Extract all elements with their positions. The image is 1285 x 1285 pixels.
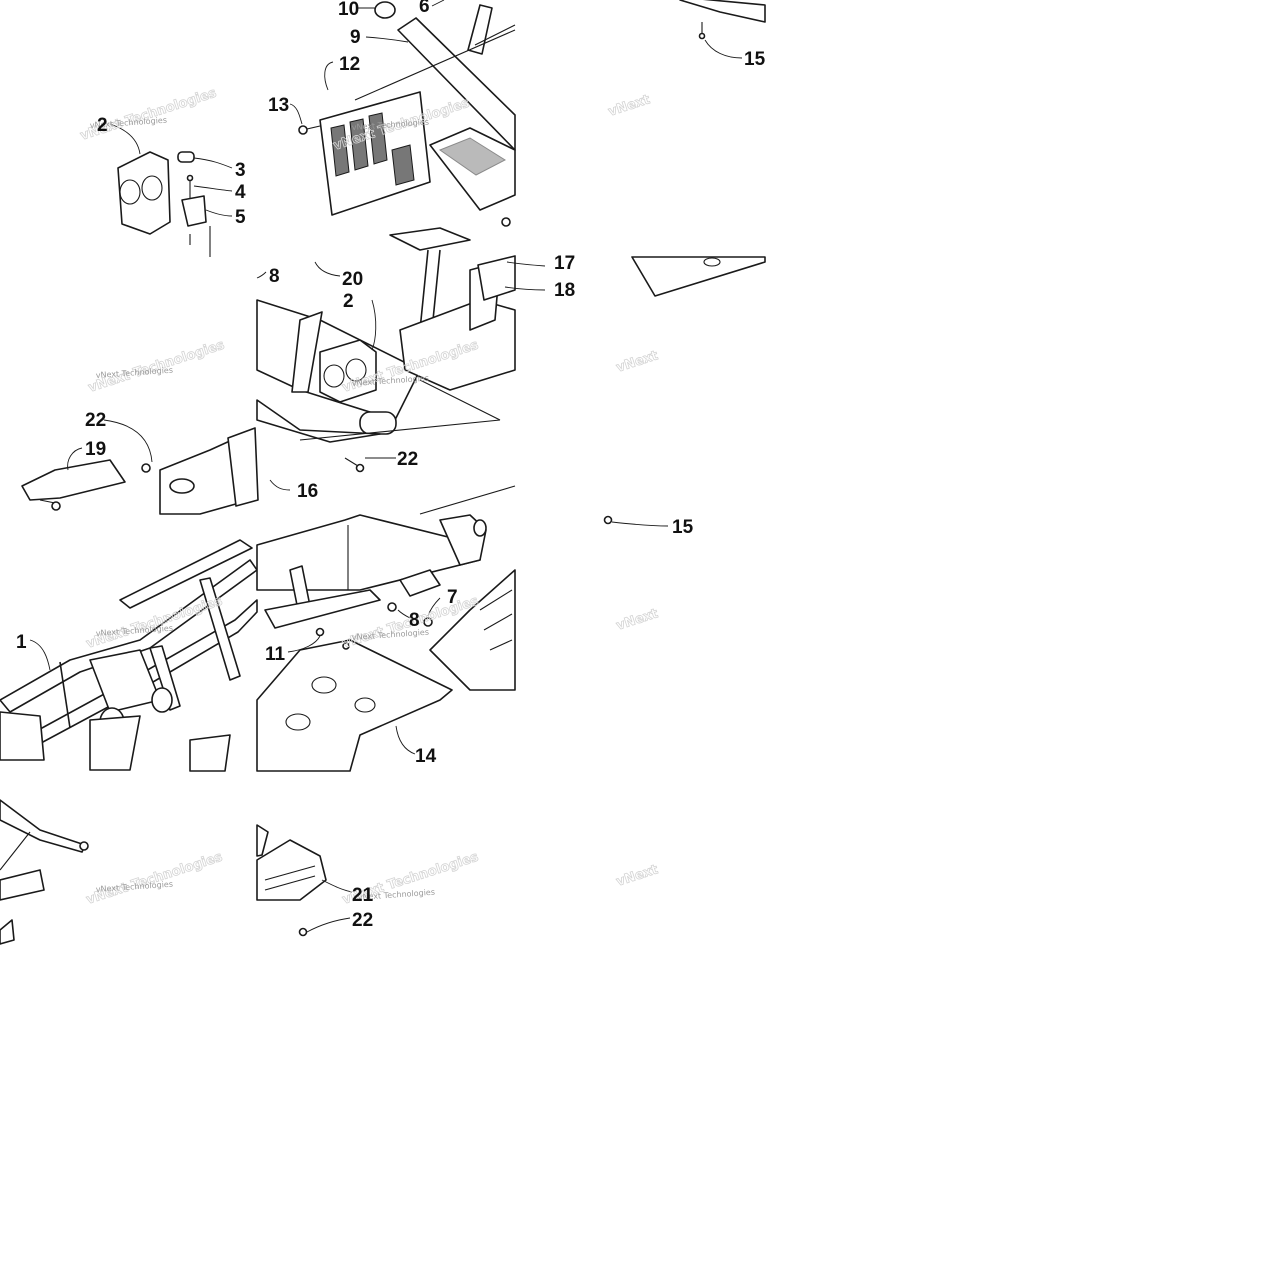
callout-4: 4 xyxy=(235,182,246,203)
callout-15: 15 xyxy=(672,517,694,538)
svg-text:vNext Technologies: vNext Technologies xyxy=(85,850,225,908)
callout-3: 3 xyxy=(235,160,246,181)
callout-20: 20 xyxy=(342,269,363,290)
callout-17: 17 xyxy=(554,253,575,274)
callout-22: 22 xyxy=(85,410,106,431)
callout-5: 5 xyxy=(235,207,246,228)
svg-text:vNext: vNext xyxy=(615,862,660,889)
callout-2: 2 xyxy=(343,291,354,312)
tile-rear-rack xyxy=(0,799,353,945)
callout-21: 21 xyxy=(352,885,374,906)
callout-2: 2 xyxy=(97,115,108,136)
tile-rack-frame xyxy=(21,227,766,515)
callout-19: 19 xyxy=(85,439,106,460)
callout-8: 8 xyxy=(409,610,420,631)
svg-text:vNext: vNext xyxy=(615,348,660,375)
callout-13: 13 xyxy=(268,95,289,116)
svg-text:vNext: vNext xyxy=(607,92,652,119)
callout-8: 8 xyxy=(269,266,280,287)
callout-22: 22 xyxy=(397,449,418,470)
tile-headlight-grille xyxy=(109,0,766,257)
callout-9: 9 xyxy=(350,27,361,48)
callout-12: 12 xyxy=(339,54,360,75)
callout-10: 10 xyxy=(338,0,359,20)
callout-15: 15 xyxy=(744,49,766,70)
tile-main-frame xyxy=(0,514,669,772)
callout-14: 14 xyxy=(415,746,437,767)
callout-22: 22 xyxy=(352,910,373,931)
callout-6: 6 xyxy=(419,0,430,17)
svg-text:vNext: vNext xyxy=(615,606,660,633)
headlight xyxy=(117,151,171,235)
callout-1: 1 xyxy=(16,632,27,653)
callout-7: 7 xyxy=(447,587,458,608)
callout-labels: 10 6 9 12 13 15 2 3 4 5 17 18 8 20 2 22 … xyxy=(16,0,766,931)
callout-16: 16 xyxy=(297,481,318,502)
callout-18: 18 xyxy=(554,280,575,301)
callout-11: 11 xyxy=(265,644,286,665)
